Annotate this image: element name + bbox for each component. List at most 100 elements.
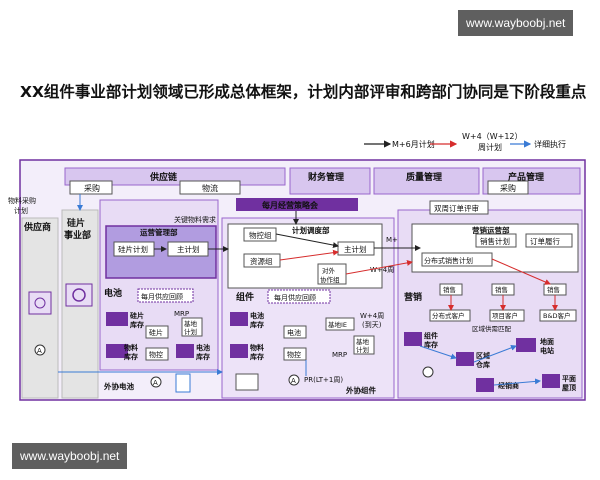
module-cell-label: 电池	[287, 328, 301, 337]
module-base-plan-box	[353, 335, 375, 355]
external-group-line2: 协作组	[320, 275, 340, 284]
supply-chain-label: 供应链	[149, 171, 178, 183]
module-material-stock-line1: 物料	[250, 343, 264, 352]
finance-header	[289, 167, 371, 195]
svg-text:A: A	[153, 379, 158, 387]
legend-monthly-plan: M+6月计划	[392, 139, 435, 149]
truck-icon	[422, 366, 434, 378]
wafer-bu-line1: 硅片	[67, 217, 85, 229]
marketing-ops-dept-label: 营销运营部	[472, 225, 510, 235]
cell-base-plan-line2: 计划	[184, 327, 197, 336]
key-material-demand: 关键物料需求	[174, 215, 216, 224]
module-stock-icon	[404, 332, 422, 346]
cell-material-stock-line1: 物料	[124, 343, 138, 352]
dist-customer-label: 分布式客户	[432, 311, 465, 320]
flat-roof-line1: 平面	[562, 375, 576, 383]
base-ie-label: 基地IE	[328, 320, 347, 329]
legend: M+6月计划 W+4（W+12） 周计划 详细执行	[364, 132, 566, 152]
module-mrp-label: MRP	[332, 351, 347, 359]
order-review-label: 双周订单评审	[434, 203, 479, 213]
outsource-cell-label: 外协电池	[104, 381, 134, 391]
regional-wh-line2: 仓库	[475, 360, 490, 369]
module-material-stock-line2: 库存	[250, 352, 264, 361]
order-fulfill-box	[525, 233, 573, 248]
finance-label: 财务管理	[307, 171, 344, 183]
module-cell-box	[283, 325, 307, 339]
distributor-icon	[476, 378, 494, 392]
watermark-top: www.wayboobj.net	[458, 10, 574, 36]
sales-plan-box	[475, 233, 517, 248]
wafer-stock-line2: 库存	[130, 320, 144, 329]
cell-monthly-review	[137, 288, 194, 303]
module-a-icon	[288, 374, 300, 386]
cell-stock-line1: 电池	[196, 343, 210, 352]
legend-weekly-plan-line1: W+4（W+12）	[462, 132, 523, 141]
ground-station-line2: 电站	[540, 346, 554, 355]
material-stock-icon	[106, 344, 128, 358]
outsource-module-label: 外协组件	[346, 385, 376, 395]
legend-detail-exec: 详细执行	[534, 139, 566, 149]
module-cell-stock-line2: 库存	[250, 320, 264, 329]
cell-master-plan-label: 主计划	[177, 244, 200, 254]
factory-icon	[235, 373, 259, 391]
logistics-box	[179, 180, 241, 195]
product-label: 产品管理	[508, 171, 544, 183]
bd-customer-label: B&D客户	[543, 311, 571, 320]
cell-material-stock-line2: 库存	[124, 352, 138, 361]
supplier-group-icon	[28, 291, 52, 315]
supplier-a-icon	[34, 344, 46, 356]
monthly-meeting-bar	[236, 198, 358, 211]
resource-group-box	[243, 253, 281, 268]
supplier-label: 供应商	[23, 221, 51, 233]
cell-wafer-box	[145, 325, 169, 339]
module-plan-dept-label: 计划调度部	[292, 225, 330, 235]
cell-stock-line2: 库存	[196, 352, 210, 361]
regional-match-label: 区域供需匹配	[472, 324, 512, 333]
sales-label-2: 销售	[495, 285, 508, 294]
connectors	[58, 194, 558, 386]
regional-wh-icon	[456, 352, 474, 366]
page-title: XX组件事业部计划领域已形成总体框架，计划内部评审和跨部门协同是下阶段重点	[20, 83, 587, 101]
legend-weekly-plan-line2: 周计划	[478, 142, 502, 152]
sales-label-3: 销售	[547, 285, 560, 294]
purchase-right-box	[487, 180, 529, 195]
order-review-box	[429, 200, 489, 215]
material-plan-line1: 物料采购	[8, 196, 36, 205]
flat-roof-line2: 屋顶	[562, 383, 576, 392]
regional-wh-line1: 区域	[476, 351, 490, 360]
purchase-right-label: 采购	[500, 183, 516, 193]
wafer-stock-line1: 硅片	[130, 311, 144, 320]
module-base-plan-line1: 基地	[356, 337, 370, 346]
cell-mrp-label: MRP	[174, 310, 189, 318]
module-w4-line1: W+4周	[360, 312, 384, 320]
watermark-bottom: www.wayboobj.net	[12, 443, 128, 469]
module-material-ctrl2-box	[283, 347, 307, 361]
marketing-label: 营销	[404, 291, 422, 303]
resource-group-label: 资源组	[250, 256, 273, 266]
marketing-w4-label: W+4周	[370, 266, 394, 274]
purchase-box	[69, 180, 113, 195]
cell-ops-dept-label: 运营管理部	[140, 227, 178, 237]
logistics-label: 物流	[202, 183, 218, 193]
module-pr-label: PR(LT+1周)	[304, 376, 343, 384]
module-master-plan-label: 主计划	[344, 244, 367, 254]
module-material-ctrl2-label: 物控	[287, 350, 301, 359]
module-monthly-review-label: 每月供应回顾	[274, 293, 316, 302]
wafer-stock-icon	[106, 312, 128, 326]
project-customer-box	[489, 309, 525, 322]
sales-plan-label: 销售计划	[480, 236, 510, 246]
gear-icon	[65, 283, 93, 307]
cell-stock-icon	[176, 344, 194, 358]
module-stock-line2: 库存	[424, 340, 438, 349]
module-cell-stock-line1: 电池	[250, 311, 264, 320]
module-w4-line2: (到天)	[362, 321, 382, 329]
svg-text:A: A	[291, 377, 296, 385]
wafer-bu-line2: 事业部	[64, 229, 91, 241]
flat-roof-icon	[542, 374, 560, 388]
cell-base-plan-line1: 基地	[184, 319, 198, 328]
base-ie-box	[325, 317, 355, 331]
cell-label: 电池	[104, 287, 122, 299]
external-group-line1: 对外	[322, 266, 336, 275]
cell-monthly-review-label: 每月供应回顾	[141, 292, 183, 301]
